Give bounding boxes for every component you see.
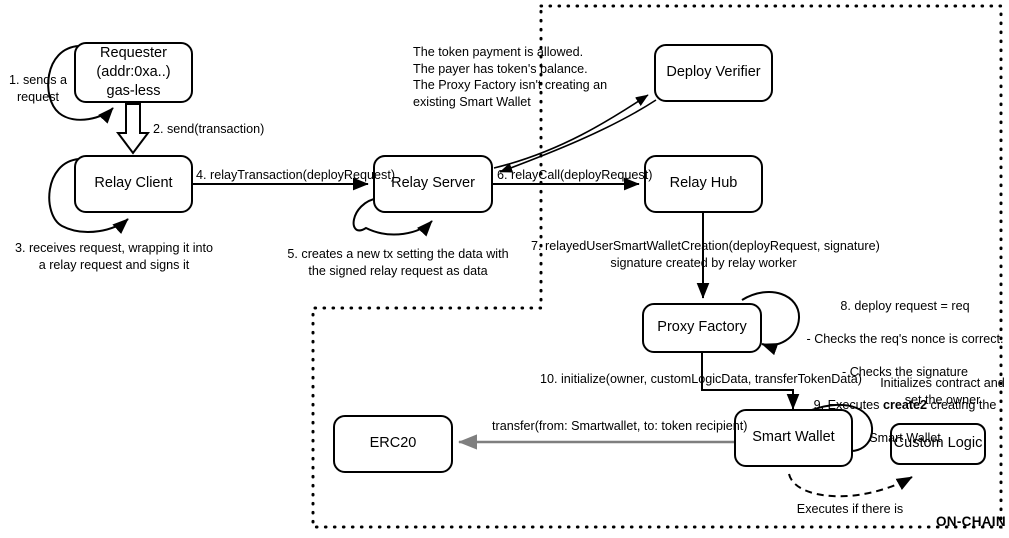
- label-step4: 4. relayTransaction(deployRequest): [196, 168, 396, 182]
- node-proxy-factory[interactable]: Proxy Factory: [642, 303, 762, 353]
- node-deploy-verifier-label: Deploy Verifier: [666, 64, 761, 81]
- label-executes-note: Executes if there is: [796, 502, 904, 516]
- label-verifier-note: The token payment is allowed. The payer …: [413, 45, 608, 109]
- label-step1: 1. sends a request: [8, 73, 68, 104]
- label-step8-line2: - Checks the req's nonce is correct.: [806, 331, 1004, 346]
- label-step5: 5. creates a new tx setting the data wit…: [287, 247, 509, 278]
- node-relay-client-label: Relay Client: [94, 175, 173, 192]
- label-step10: 10. initialize(owner, customLogicData, t…: [540, 372, 862, 386]
- arrow-step2-block: [116, 103, 150, 155]
- label-on-chain: ON-CHAIN: [936, 514, 1006, 529]
- node-relay-server[interactable]: Relay Server: [373, 155, 493, 213]
- node-proxy-factory-label: Proxy Factory: [657, 319, 747, 336]
- label-step3: 3. receives request, wrapping it into a …: [14, 241, 214, 272]
- label-step8-line1: 8. deploy request = req: [840, 298, 970, 313]
- node-erc20[interactable]: ERC20: [333, 415, 453, 473]
- node-relay-client[interactable]: Relay Client: [74, 155, 193, 213]
- arrow-verifier-response: [499, 99, 657, 173]
- node-relay-server-label: Relay Server: [391, 175, 475, 192]
- arrow-executes-custom-logic: [788, 473, 913, 498]
- label-step6: 6. relayCall(deployRequest): [497, 168, 653, 182]
- node-requester[interactable]: Requester (addr:0xa..) gas-less: [74, 42, 193, 103]
- label-transfer: transfer(from: Smartwallet, to: token re…: [492, 419, 748, 433]
- label-step7: 7. relayedUserSmartWalletCreation(deploy…: [531, 239, 880, 270]
- node-relay-hub-label: Relay Hub: [669, 175, 738, 192]
- label-step9-line5: Smart Wallet: [869, 431, 941, 446]
- label-step2: 2. send(transaction): [153, 122, 265, 136]
- node-relay-hub[interactable]: Relay Hub: [644, 155, 763, 213]
- node-erc20-label: ERC20: [369, 435, 417, 452]
- label-initializes-note: Initializes contract and set the owner: [880, 376, 1005, 407]
- node-requester-label: Requester (addr:0xa..) gas-less: [96, 44, 171, 100]
- node-deploy-verifier[interactable]: Deploy Verifier: [654, 44, 773, 102]
- label-step9-line4-pre: 9. Executes: [813, 398, 883, 413]
